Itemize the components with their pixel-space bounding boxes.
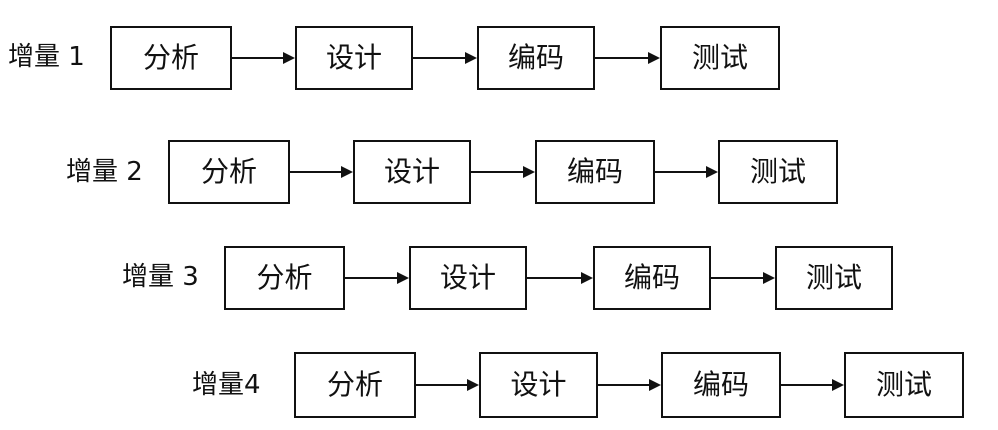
- step-label: 设计: [510, 368, 567, 401]
- flow-arrow: [232, 50, 295, 66]
- increment-label: 增量 2: [66, 157, 143, 187]
- step-box-coding: 编码: [477, 26, 595, 90]
- step-box-analysis: 分析: [110, 26, 232, 90]
- flow-arrow: [416, 377, 479, 393]
- flow-arrow: [471, 164, 535, 180]
- step-box-design: 设计: [295, 26, 413, 90]
- step-label: 测试: [875, 368, 932, 401]
- flow-arrow: [781, 377, 844, 393]
- step-label: 分析: [142, 41, 199, 74]
- step-box-coding: 编码: [535, 140, 655, 204]
- step-label: 测试: [805, 261, 862, 294]
- step-label: 编码: [507, 41, 564, 74]
- step-label: 编码: [566, 155, 623, 188]
- flow-arrow: [527, 270, 593, 286]
- step-box-design: 设计: [409, 246, 527, 310]
- step-label: 分析: [200, 155, 257, 188]
- increment-label: 增量 3: [122, 262, 199, 292]
- flow-arrow: [290, 164, 353, 180]
- step-box-design: 设计: [353, 140, 471, 204]
- step-box-coding: 编码: [593, 246, 711, 310]
- step-label: 设计: [439, 261, 496, 294]
- step-label: 设计: [383, 155, 440, 188]
- flow-arrow: [595, 50, 660, 66]
- step-label: 设计: [325, 41, 382, 74]
- step-box-analysis: 分析: [294, 352, 416, 418]
- increment-label: 增量4: [192, 370, 261, 400]
- step-box-coding: 编码: [661, 352, 781, 418]
- step-label: 编码: [623, 261, 680, 294]
- step-box-analysis: 分析: [168, 140, 290, 204]
- step-box-design: 设计: [479, 352, 598, 418]
- step-box-testing: 测试: [718, 140, 838, 204]
- flow-arrow: [345, 270, 409, 286]
- step-label: 测试: [749, 155, 806, 188]
- step-box-analysis: 分析: [224, 246, 345, 310]
- increment-label: 增量 1: [8, 42, 85, 72]
- flow-arrow: [711, 270, 775, 286]
- step-box-testing: 测试: [775, 246, 893, 310]
- step-label: 测试: [691, 41, 748, 74]
- flow-arrow: [655, 164, 718, 180]
- step-box-testing: 测试: [660, 26, 780, 90]
- step-label: 编码: [692, 368, 749, 401]
- flow-arrow: [598, 377, 661, 393]
- step-label: 分析: [256, 261, 313, 294]
- flow-arrow: [413, 50, 477, 66]
- step-box-testing: 测试: [844, 352, 964, 418]
- step-label: 分析: [326, 368, 383, 401]
